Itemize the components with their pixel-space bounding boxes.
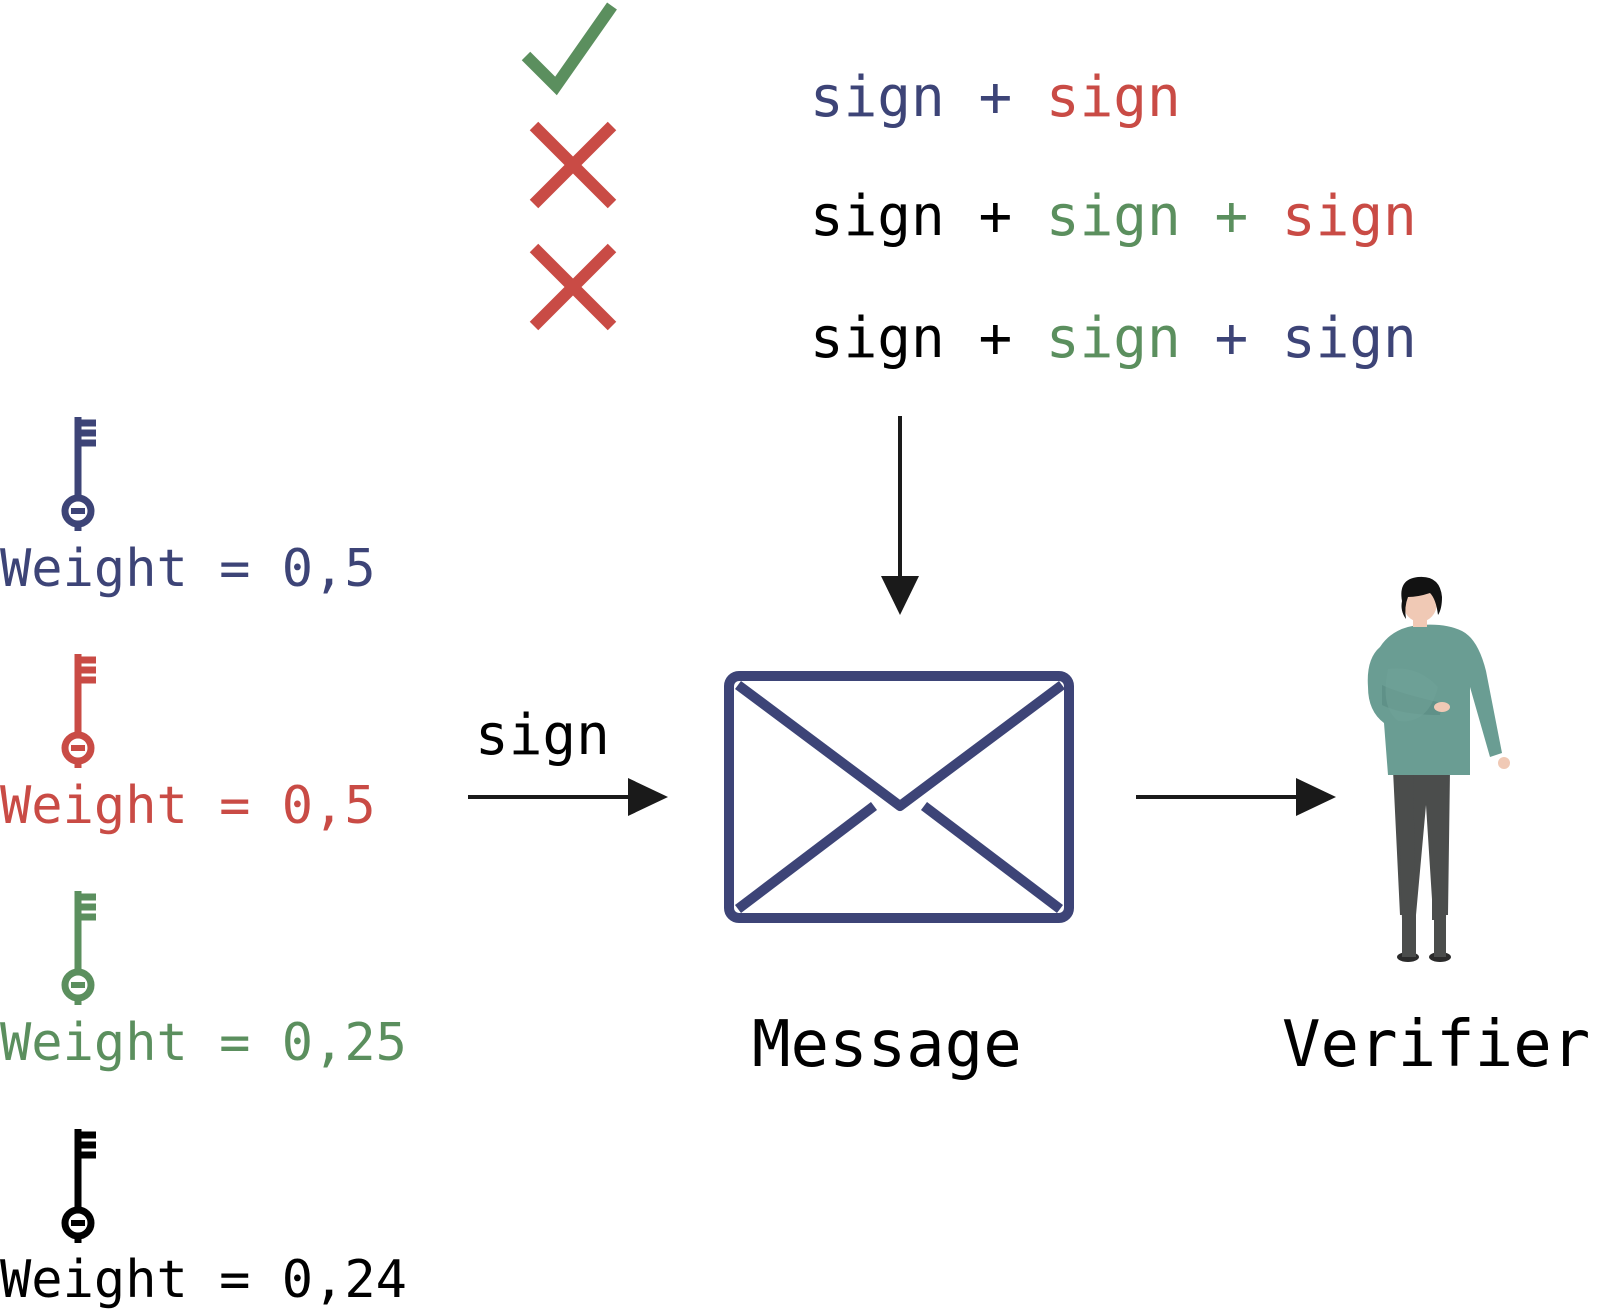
sign-label: sign <box>475 703 610 768</box>
weight-label: Weight = 0,5 <box>0 776 376 836</box>
person-icon <box>1367 576 1510 962</box>
weight-label: Weight = 0,5 <box>0 539 376 599</box>
term: sign <box>809 65 945 130</box>
combination-row-3: sign + sign + sign <box>675 249 1417 429</box>
key-icon <box>61 417 96 531</box>
check-mark <box>521 2 617 96</box>
check-icon <box>521 2 617 96</box>
cross-icon <box>529 121 617 209</box>
key-icon <box>61 891 96 1005</box>
term: sign <box>1045 65 1181 130</box>
weight-label: Weight = 0,24 <box>0 1250 407 1310</box>
key-icon <box>61 1129 96 1243</box>
combination-row-1: sign + sign <box>675 8 1181 188</box>
cross-icon <box>529 243 617 331</box>
operator: + <box>978 306 1013 371</box>
operator: + <box>978 65 1013 130</box>
combination-list: sign + sign sign + sign + sign sign + si… <box>0 0 1610 369</box>
term: sign <box>1045 306 1181 371</box>
term: sign <box>809 184 945 249</box>
arrow-right-icon <box>468 778 668 816</box>
arrow-right-icon <box>1136 778 1336 816</box>
term: sign <box>1281 184 1417 249</box>
envelope-icon <box>724 671 1074 923</box>
combination-row-2: sign + sign + sign <box>675 127 1417 307</box>
operator: + <box>978 184 1013 249</box>
key-icon <box>61 654 96 768</box>
term: sign <box>1045 184 1181 249</box>
arrow-down-icon <box>881 416 919 615</box>
term: sign <box>1281 306 1417 371</box>
operator: + <box>1214 184 1249 249</box>
weight-label: Weight = 0,25 <box>0 1013 407 1073</box>
message-label: Message <box>752 1008 1022 1082</box>
verifier-label: Verifier <box>1282 1008 1591 1082</box>
term: sign <box>809 306 945 371</box>
operator: + <box>1214 306 1249 371</box>
